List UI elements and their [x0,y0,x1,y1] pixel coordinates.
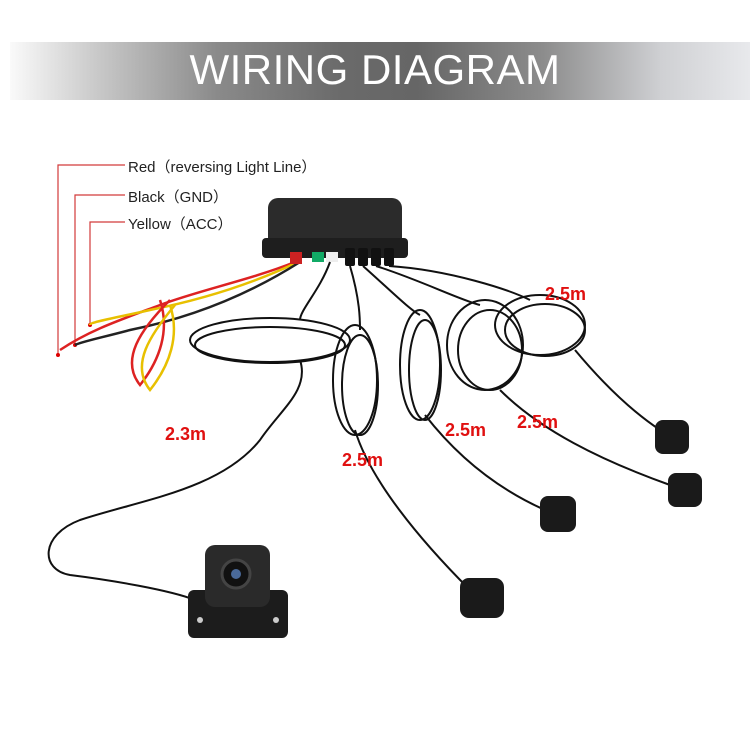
title-banner [10,42,750,100]
length-label: 2.5m [445,420,487,440]
length-label: 2.5m [517,412,559,432]
sensors [460,420,702,618]
red-wire-label: Red（reversing Light Line） [128,159,317,176]
control-box [262,198,408,266]
camera [188,545,288,638]
leader-lines [57,164,125,355]
length-label: 2.5m [545,284,587,304]
sensor-cables [47,261,671,601]
page-title: WIRING DIAGRAM [189,46,561,93]
yellow-wire-label: Yellow（ACC） [128,216,233,233]
power-harness [59,260,301,393]
camera-length-label: 2.3m [165,424,207,444]
black-wire-label: Black（GND） [128,189,229,206]
length-label: 2.5m [342,450,384,470]
